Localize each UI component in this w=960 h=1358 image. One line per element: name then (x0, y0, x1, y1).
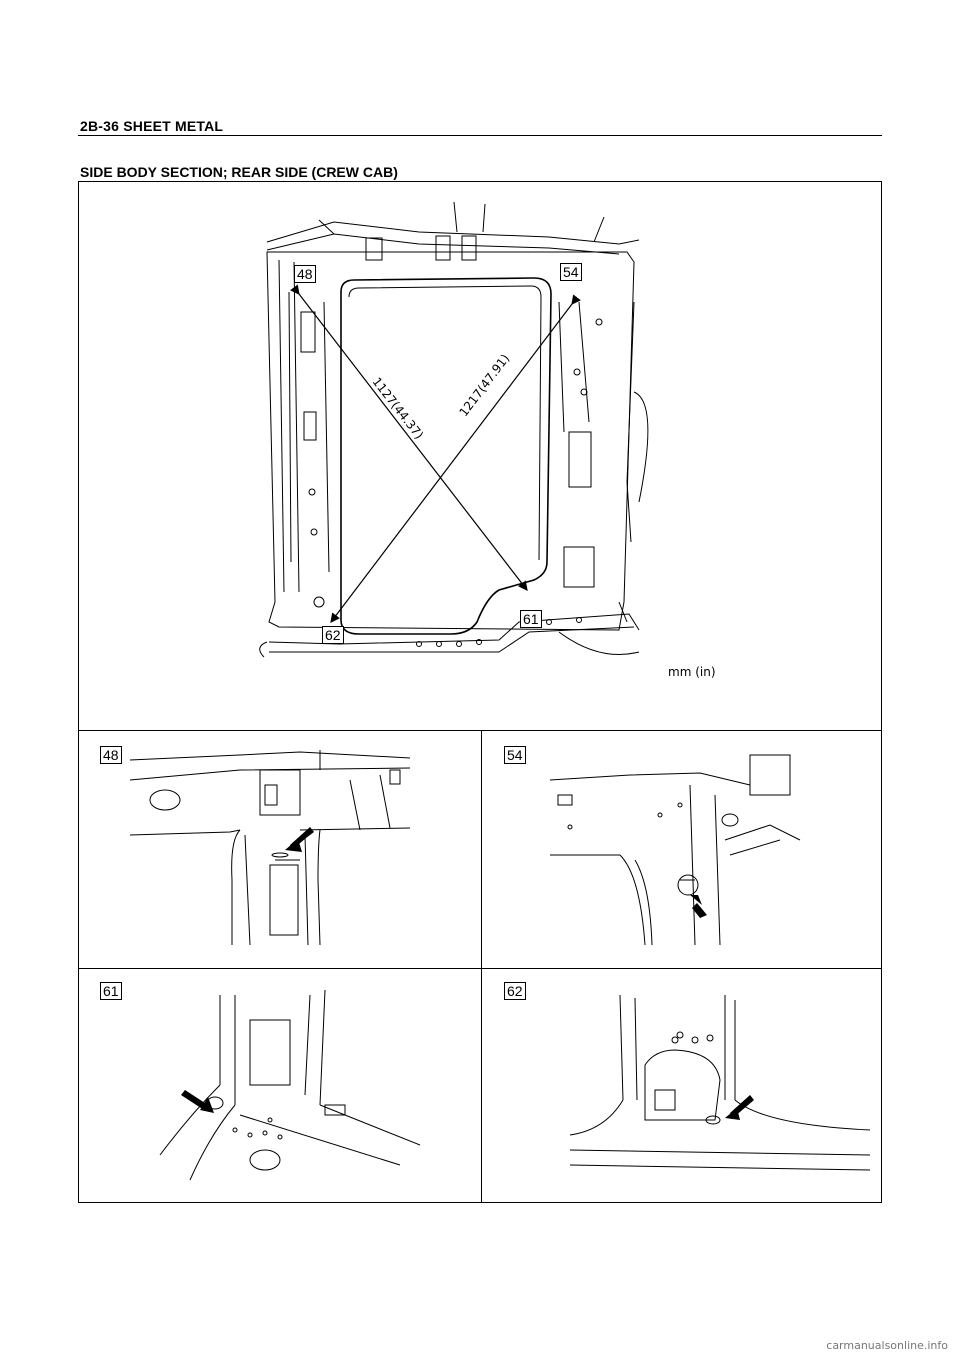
figure-frame (78, 181, 882, 1203)
detail-tag-61: 61 (100, 982, 122, 1000)
callout-62: 62 (322, 626, 344, 644)
detail-tag-62: 62 (504, 982, 526, 1000)
detail-tag-54: 54 (504, 746, 526, 764)
page-header-title: 2B-36 SHEET METAL (80, 118, 224, 134)
section-title: SIDE BODY SECTION; REAR SIDE (CREW CAB) (80, 164, 398, 180)
detail-61-illustration (159, 989, 421, 1181)
header-rule (78, 135, 882, 136)
unit-label: mm (in) (668, 665, 716, 679)
grid-divider-1 (78, 730, 882, 731)
callout-54: 54 (560, 263, 582, 281)
callout-61: 61 (520, 610, 542, 628)
detail-48-illustration (129, 750, 411, 946)
callout-48: 48 (294, 265, 316, 283)
watermark: carmanualsonline.info (826, 1339, 948, 1352)
detail-54-illustration (549, 754, 801, 946)
detail-tag-48: 48 (100, 746, 122, 764)
grid-divider-2 (78, 968, 882, 969)
detail-62-illustration (569, 994, 871, 1171)
grid-divider-vertical (481, 730, 482, 1203)
main-body-side-illustration (259, 201, 649, 658)
